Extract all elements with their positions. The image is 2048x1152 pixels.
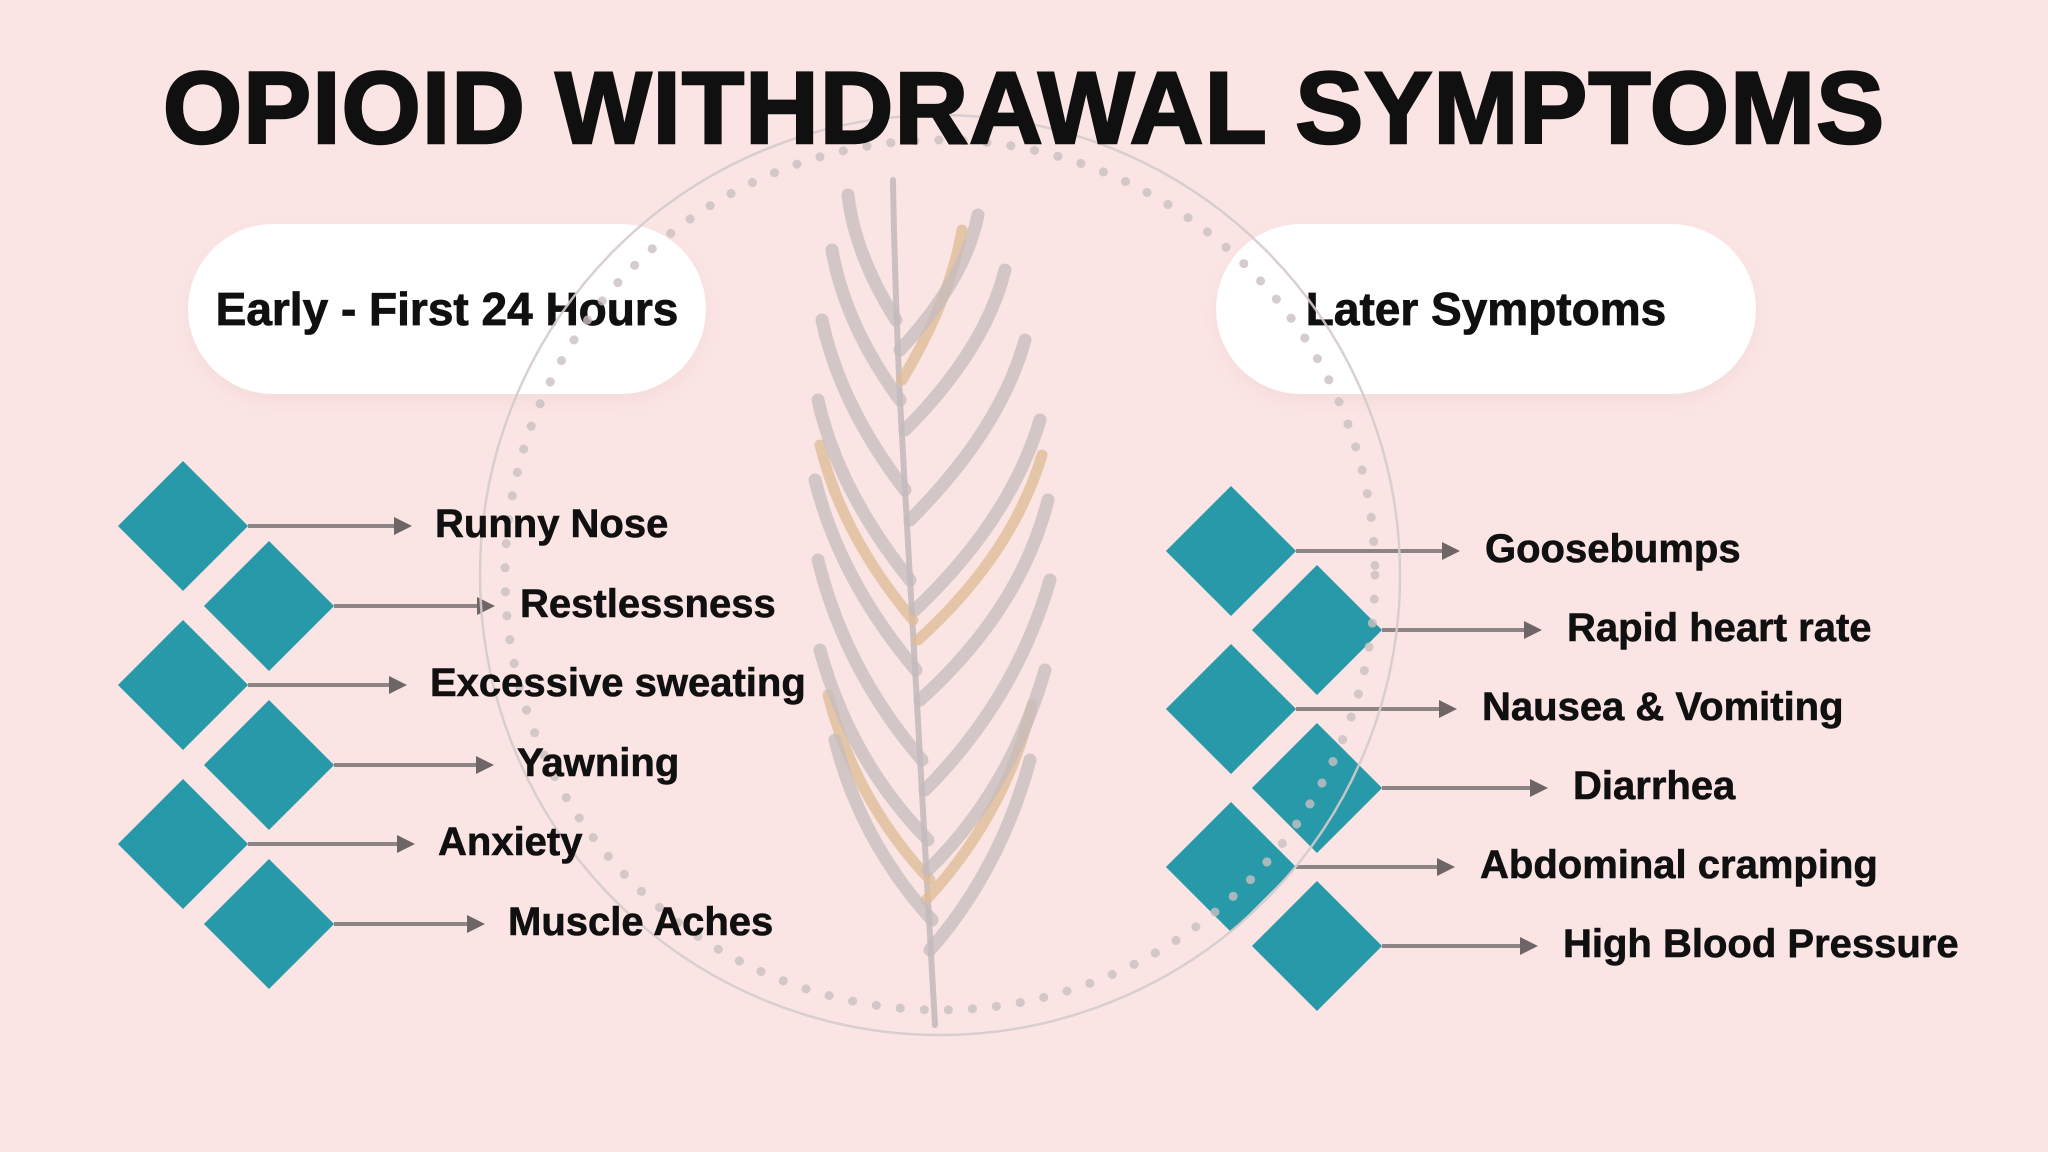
diamond-marker-icon [117, 619, 249, 751]
arrow-right-icon [1296, 857, 1455, 876]
arrow-right-icon [1382, 936, 1538, 955]
diamond-marker-icon [203, 858, 335, 990]
later-heading-label: Later Symptoms [1305, 283, 1667, 336]
symptom-label: Rapid heart rate [1567, 606, 1872, 651]
diamond-marker-icon [117, 460, 249, 592]
diamond-marker-icon [117, 778, 249, 910]
diamond-marker-icon [203, 540, 335, 672]
diamond-marker-icon [1165, 643, 1297, 775]
symptom-label: Restlessness [520, 582, 776, 627]
early-heading-label: Early - First 24 Hours [215, 283, 679, 336]
arrow-right-icon [334, 914, 485, 933]
diamond-marker-icon [203, 699, 335, 831]
arrow-right-icon [1382, 778, 1548, 797]
symptom-label: Goosebumps [1485, 527, 1741, 572]
arrow-right-icon [248, 516, 412, 535]
page-title: OPIOID WITHDRAWAL SYMPTOMS [162, 50, 1886, 167]
diamond-marker-icon [1165, 485, 1297, 617]
arrow-right-icon [248, 834, 415, 853]
arrow-right-icon [1296, 541, 1460, 560]
arrow-right-icon [334, 596, 495, 615]
diamond-marker-icon [1251, 722, 1383, 854]
symptom-label: Anxiety [438, 820, 583, 865]
symptom-label: Abdominal cramping [1480, 843, 1878, 888]
arrow-right-icon [248, 675, 407, 694]
symptom-label: Excessive sweating [430, 661, 806, 706]
symptom-label: Yawning [517, 741, 680, 786]
arrow-right-icon [334, 755, 494, 774]
diamond-marker-icon [1251, 880, 1383, 1012]
pampas-leaf-icon [808, 177, 1057, 1028]
symptom-label: Diarrhea [1573, 764, 1736, 809]
symptom-label: High Blood Pressure [1563, 922, 1959, 967]
later-symptoms-heading-pill: Later Symptoms [1216, 224, 1756, 394]
symptom-label: Nausea & Vomiting [1482, 685, 1844, 730]
symptom-label: Runny Nose [435, 502, 669, 547]
arrow-right-icon [1296, 699, 1457, 718]
diamond-marker-icon [1165, 801, 1297, 933]
early-symptoms-heading-pill: Early - First 24 Hours [188, 224, 706, 394]
arrow-right-icon [1382, 620, 1542, 639]
symptom-label: Muscle Aches [508, 900, 774, 945]
diamond-marker-icon [1251, 564, 1383, 696]
